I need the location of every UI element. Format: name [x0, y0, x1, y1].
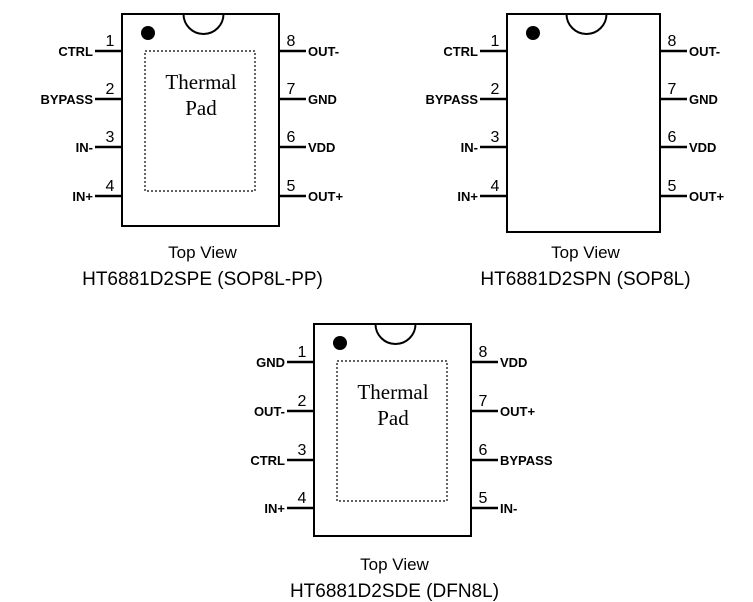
- view-caption: Top View: [360, 555, 429, 574]
- pin-name-label: OUT+: [308, 189, 343, 204]
- pin-number: 1: [106, 33, 115, 50]
- part-number-caption: HT6881D2SPE (SOP8L-PP): [82, 269, 323, 290]
- pin1-marker-dot: [526, 26, 540, 40]
- part-number-caption: HT6881D2SPN (SOP8L): [480, 269, 690, 290]
- pin-name-label: VDD: [308, 140, 335, 155]
- pin-name-label: IN+: [264, 501, 285, 516]
- part-number-caption: HT6881D2SDE (DFN8L): [290, 581, 499, 602]
- pin-name-label: IN+: [72, 189, 93, 204]
- pin-number: 8: [668, 33, 677, 50]
- pin-name-label: OUT+: [500, 404, 535, 419]
- pin-name-label: BYPASS: [426, 92, 479, 107]
- pin-name-label: GND: [308, 92, 337, 107]
- thermal-pad-label: Pad: [185, 96, 217, 120]
- pin-name-label: BYPASS: [41, 92, 94, 107]
- pin-number: 7: [287, 81, 296, 98]
- pin-name-label: OUT+: [689, 189, 724, 204]
- pin-number: 5: [287, 178, 296, 195]
- pin-name-label: IN-: [76, 140, 93, 155]
- pin-name-label: CTRL: [58, 44, 93, 59]
- pin-name-label: CTRL: [443, 44, 478, 59]
- thermal-pad-label: Thermal: [165, 70, 236, 94]
- pin-number: 7: [668, 81, 677, 98]
- thermal-pad-label: Thermal: [357, 380, 428, 404]
- pin-name-label: VDD: [500, 355, 527, 370]
- pin-number: 2: [106, 81, 115, 98]
- package-body: [313, 323, 472, 537]
- pin-number: 2: [491, 81, 500, 98]
- pin-number: 7: [479, 393, 488, 410]
- pin-name-label: OUT-: [254, 404, 285, 419]
- view-caption: Top View: [168, 243, 237, 262]
- pin1-marker-dot: [141, 26, 155, 40]
- pin-name-label: GND: [689, 92, 718, 107]
- package-body: [121, 13, 280, 227]
- pin-name-label: IN-: [461, 140, 478, 155]
- pin-number: 6: [479, 442, 488, 459]
- pin-number: 8: [479, 344, 488, 361]
- pin-name-label: BYPASS: [500, 453, 553, 468]
- thermal-pad: [336, 360, 448, 502]
- thermal-pad-label: Pad: [377, 406, 409, 430]
- thermal-pad: [144, 50, 256, 192]
- pin-number: 2: [298, 393, 307, 410]
- pin-name-label: VDD: [689, 140, 716, 155]
- orientation-notch: [182, 13, 225, 35]
- pin-number: 1: [298, 344, 307, 361]
- pin-number: 6: [287, 129, 296, 146]
- pin-name-label: OUT-: [308, 44, 339, 59]
- pin-number: 6: [668, 129, 677, 146]
- pin-number: 3: [491, 129, 500, 146]
- pin1-marker-dot: [333, 336, 347, 350]
- pin-number: 4: [298, 490, 307, 507]
- view-caption: Top View: [551, 243, 620, 262]
- pin-name-label: OUT-: [689, 44, 720, 59]
- package-body: [506, 13, 661, 233]
- pin-number: 3: [106, 129, 115, 146]
- pin-number: 3: [298, 442, 307, 459]
- pin-number: 8: [287, 33, 296, 50]
- pin-name-label: IN+: [457, 189, 478, 204]
- pin-name-label: GND: [256, 355, 285, 370]
- pin-number: 5: [668, 178, 677, 195]
- pin-name-label: IN-: [500, 501, 517, 516]
- pin-number: 5: [479, 490, 488, 507]
- pin-number: 4: [106, 178, 115, 195]
- pin-number: 4: [491, 178, 500, 195]
- orientation-notch: [565, 13, 608, 35]
- pin-number: 1: [491, 33, 500, 50]
- pin-name-label: CTRL: [250, 453, 285, 468]
- orientation-notch: [374, 323, 417, 345]
